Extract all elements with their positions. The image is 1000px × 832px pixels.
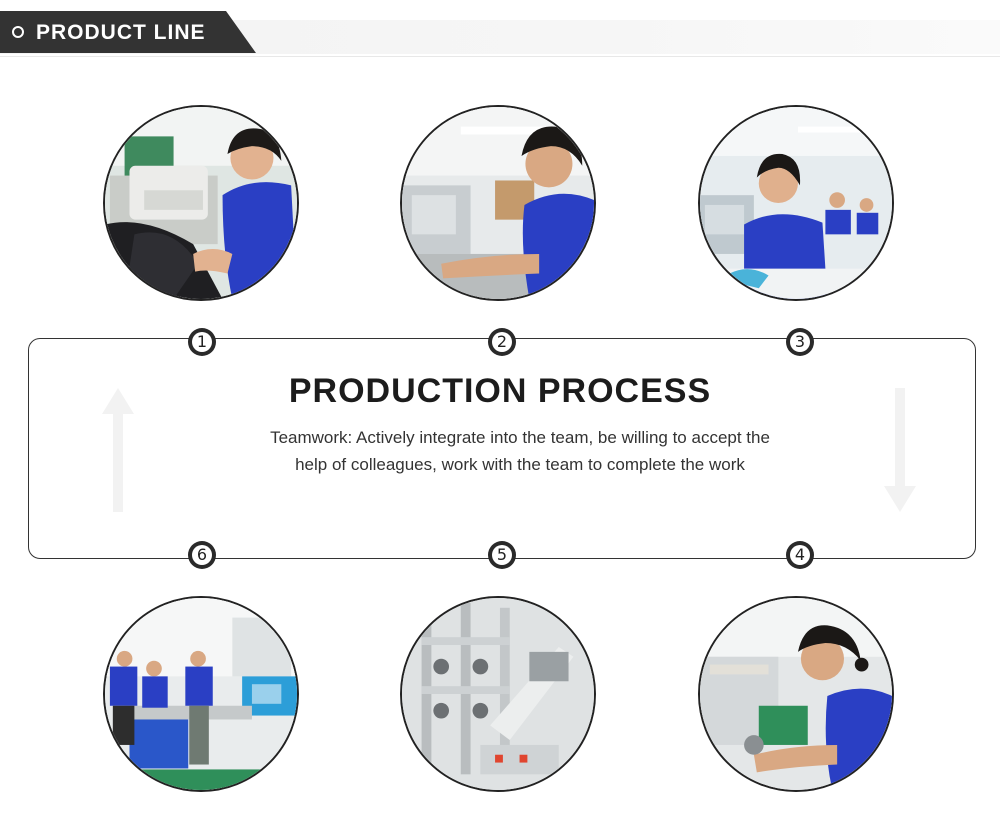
step-number: 3 [790,332,810,352]
step-5-badge: 5 [488,541,516,569]
production-process-panel [28,338,976,559]
step-4-badge: 4 [786,541,814,569]
process-title: PRODUCTION PROCESS [288,372,712,410]
step-number: 1 [192,332,212,352]
machinery-image [402,598,594,790]
section-title: PRODUCT LINE [36,21,206,44]
step-6-badge: 6 [188,541,216,569]
worker-sewing-machine-image [105,107,297,299]
header-divider [0,56,1000,57]
circle-bullet-icon [12,26,24,38]
sewing-workshop-image [700,107,892,299]
worker-close-up-image [700,598,892,790]
step-2-photo [400,105,596,301]
worker-assembly-image [402,107,594,299]
step-number: 6 [192,545,212,565]
arrow-up-icon [102,388,134,512]
step-3-badge: 3 [786,328,814,356]
step-number: 5 [492,545,512,565]
process-description: Teamwork: Actively integrate into the te… [270,428,770,474]
step-6-photo [103,596,299,792]
header-tab [0,11,256,53]
step-2-badge: 2 [488,328,516,356]
step-5-photo [400,596,596,792]
arrow-down-icon [884,388,916,512]
step-3-photo [698,105,894,301]
step-number: 4 [790,545,810,565]
step-1-badge: 1 [188,328,216,356]
step-number: 2 [492,332,512,352]
packing-team-image [105,598,297,790]
step-4-photo [698,596,894,792]
step-1-photo [103,105,299,301]
